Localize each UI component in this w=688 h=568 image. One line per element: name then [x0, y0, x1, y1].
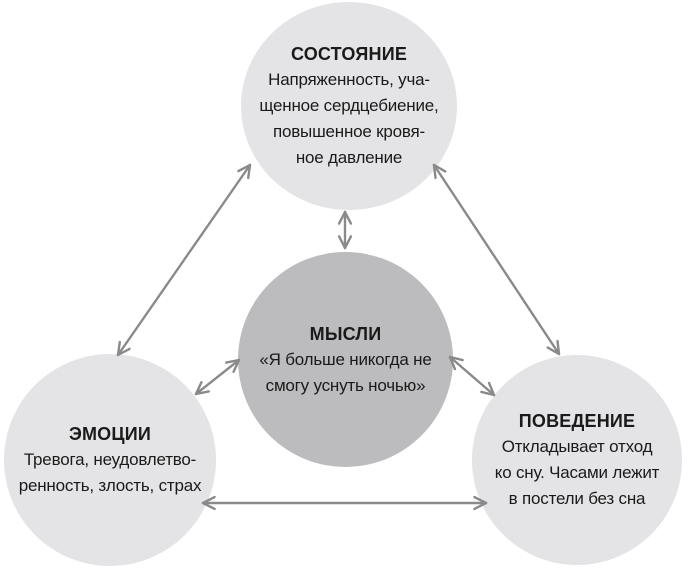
node-emotions: ЭМОЦИИ Тревога, неудовлетво- ренность, з…	[4, 354, 216, 566]
arrow-state-thoughts	[337, 210, 353, 250]
arrow-thoughts-behavior	[448, 355, 496, 397]
node-thoughts-title: МЫСЛИ	[309, 323, 382, 344]
node-behavior: ПОВЕДЕНИЕ Откладывает отход ко сну. Часа…	[472, 355, 682, 565]
node-state-text-line: ное давление	[295, 148, 403, 167]
arrow-state-emotions	[116, 163, 252, 357]
node-emotions-text-line: Тревога, неудовлетво-	[23, 450, 197, 469]
node-state-title: СОСТОЯНИЕ	[290, 44, 408, 64]
node-state: СОСТОЯНИЕ Напряженность, уча- щенное сер…	[241, 2, 457, 210]
node-state-text-line: повышенное кровя-	[272, 122, 426, 141]
node-thoughts: МЫСЛИ «Я больше никогда не смогу уснуть …	[238, 252, 453, 467]
node-emotions-text-line: ренность, злость, страх	[18, 476, 202, 495]
node-behavior-text-line: в постели без сна	[508, 489, 646, 508]
arrow-thoughts-emotions	[194, 358, 241, 396]
node-thoughts-text-line: «Я больше никогда не	[259, 349, 432, 369]
node-state-text-line: Напряженность, уча-	[268, 70, 430, 89]
node-state-text-line: щенное сердцебиение,	[259, 96, 439, 115]
node-behavior-text-line: Откладывает отход	[501, 437, 653, 456]
node-behavior-text-line: ко сну. Часами лежит	[494, 463, 660, 482]
node-thoughts-text-line: смогу уснуть ночью»	[265, 375, 426, 395]
node-behavior-title: ПОВЕДЕНИЕ	[518, 411, 636, 431]
node-emotions-title: ЭМОЦИИ	[68, 424, 152, 444]
arrow-state-behavior	[432, 163, 561, 356]
arrow-emotions-behavior	[201, 495, 488, 511]
